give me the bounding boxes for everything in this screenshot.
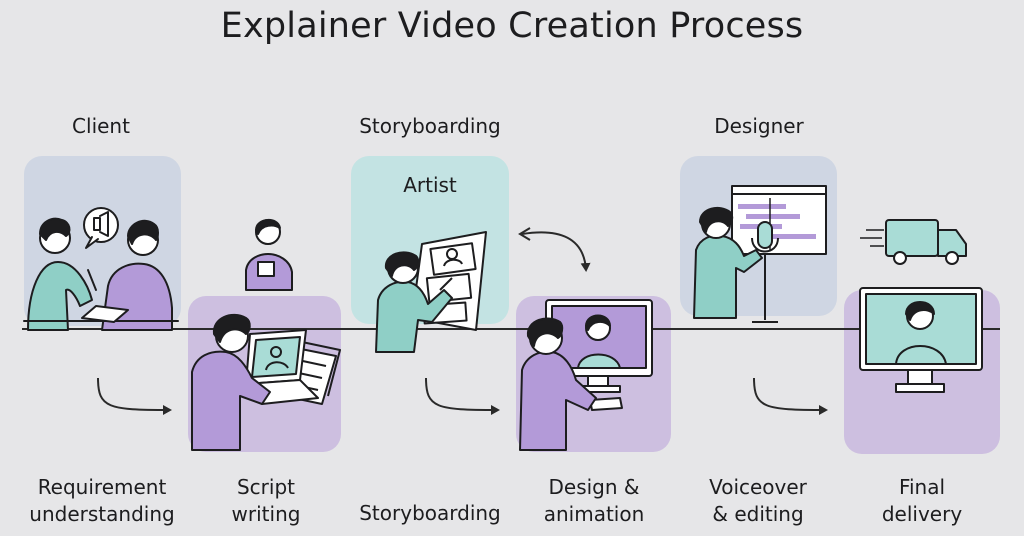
- step-label-voiceover: Voiceover & editing: [658, 474, 858, 528]
- final-delivery-illustration: [859, 287, 983, 393]
- voiceover-editing-illustration: [693, 185, 827, 323]
- microphone-icon: [757, 221, 773, 249]
- script-writing-illustration: [191, 313, 341, 451]
- step-label-line2: animation: [543, 502, 645, 526]
- step-label-line2: understanding: [29, 502, 175, 526]
- step-label-script: Script writing: [166, 474, 366, 528]
- client-meeting-illustration: [23, 207, 179, 331]
- step-label-line1: Voiceover: [709, 475, 807, 499]
- role-label-artist: Artist: [403, 173, 457, 197]
- step-label-design: Design & animation: [494, 474, 694, 528]
- role-label-storyboarding: Storyboarding: [359, 114, 501, 138]
- step-label-line2: & editing: [712, 502, 804, 526]
- step-label-final: Final delivery: [822, 474, 1022, 528]
- step-arrow-3: [753, 377, 828, 415]
- step-arrow-2: [425, 377, 500, 415]
- step-label-line2: writing: [231, 502, 301, 526]
- design-animation-illustration: [519, 299, 653, 451]
- feedback-arrow: [521, 231, 591, 272]
- delivery-truck-icon: [860, 219, 967, 265]
- step-label-storyboarding: Storyboarding: [330, 500, 530, 527]
- role-label-designer: Designer: [714, 114, 804, 138]
- step-label-line2: delivery: [881, 502, 963, 526]
- role-label-client: Client: [72, 114, 130, 138]
- step-label-line1: Script: [236, 475, 295, 499]
- step-label-line1: Final: [898, 475, 946, 499]
- writer-figure-illustration: [245, 219, 293, 291]
- step-label-line1: Design &: [548, 475, 640, 499]
- step-label-line1: Requirement: [37, 475, 167, 499]
- step-label-requirement: Requirement understanding: [2, 474, 202, 528]
- page-title: Explainer Video Creation Process: [220, 6, 804, 46]
- step-arrow-1: [97, 377, 172, 415]
- step-label-line1: Storyboarding: [359, 501, 501, 525]
- storyboard-artist-illustration: [375, 231, 487, 353]
